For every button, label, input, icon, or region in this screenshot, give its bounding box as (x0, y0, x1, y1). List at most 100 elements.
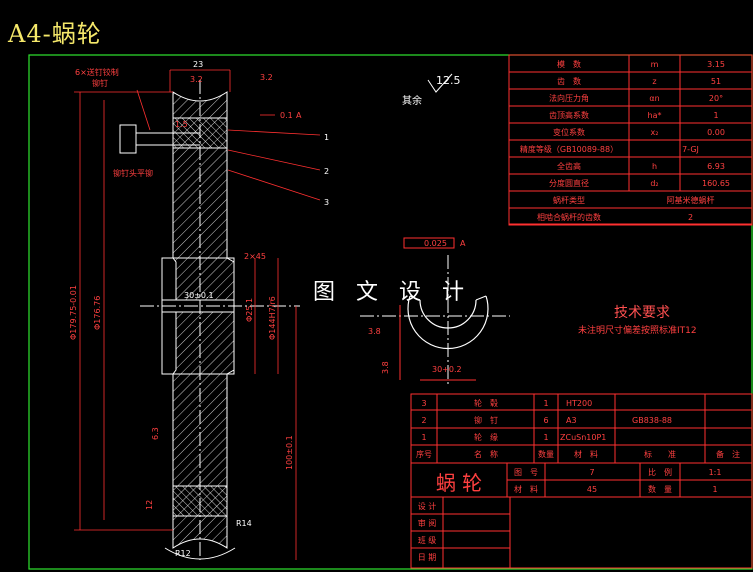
param-value-3: 1 (713, 111, 718, 120)
bom-table: 3 轮 毂 1 HT200 2 铆 钉 6 A3 GB838-88 1 轮 缘 … (410, 393, 753, 569)
param-value-9: 2 (688, 213, 693, 222)
bom-hdr-mat: 材 料 (574, 449, 598, 459)
dim-r12: R12 (175, 549, 191, 558)
dim-176: Φ176.76 (93, 296, 102, 330)
material: 45 (587, 485, 597, 494)
bom-row1-qty: 1 (543, 433, 548, 442)
bom-row1-no: 1 (421, 433, 426, 442)
param-value-4: 0.00 (707, 128, 725, 137)
role-review: 审 阅 (418, 518, 437, 528)
param-name-9: 相啮合蜗杆的齿数 (537, 212, 601, 222)
tech-req-heading: 技术要求 (614, 305, 670, 321)
role-date: 日 期 (418, 553, 437, 562)
qty-label: 数 量 (648, 484, 672, 494)
param-name-0: 模 数 (557, 59, 581, 69)
bom-hdr-note: 备 注 (716, 449, 740, 459)
bom-row3-mat: HT200 (566, 399, 592, 408)
dim-r14: R14 (236, 519, 252, 528)
bom-hdr-std: 标 准 (644, 449, 676, 459)
dim-38: 3.8 (368, 327, 381, 336)
param-name-4: 变位系数 (553, 127, 585, 137)
bom-row1-name: 轮 缘 (474, 432, 498, 442)
drawing-frame (28, 54, 753, 570)
param-value-5: 7-GJ (682, 145, 699, 154)
param-symbol-6: h (652, 162, 657, 171)
bom-row2-name: 铆 钉 (474, 415, 498, 425)
dim-30b: 30+0.2 (432, 365, 462, 374)
param-value-2: 20° (709, 94, 723, 103)
param-value-6: 6.93 (707, 162, 725, 171)
param-symbol-7: d₂ (650, 179, 658, 188)
param-name-2: 法向压力角 (549, 93, 589, 103)
roughness-rest: 其余 (402, 94, 422, 107)
dim-100: 100±0.1 (285, 435, 294, 470)
bom-hdr-name: 名 称 (474, 449, 498, 459)
dim-23: 23 (193, 60, 203, 69)
dim-r32a: 3.2 (190, 75, 203, 84)
scale-label: 比 例 (648, 467, 672, 477)
bom-row3-no: 3 (421, 399, 426, 408)
dim-12: 12 (145, 500, 154, 510)
material-label: 材 料 (514, 484, 538, 494)
bom-row2-qty: 6 (543, 416, 548, 425)
param-value-0: 3.15 (707, 60, 725, 69)
param-value-1: 51 (711, 77, 721, 86)
bom-hdr-qty: 数量 (538, 449, 554, 459)
lead-1: 1 (324, 133, 329, 142)
qty: 1 (712, 485, 717, 494)
param-symbol-1: z (652, 77, 656, 86)
tol-01-a: A (296, 111, 302, 120)
hub-side-view: 0.025 A 3.8 30+0.2 3.8 (360, 237, 510, 385)
param-name-6: 全齿高 (557, 161, 581, 171)
param-value-7: 160.65 (702, 179, 730, 188)
part-name: 蜗 轮 (436, 471, 482, 495)
tech-req-line: 未注明尺寸偏差按照标准IT12 (578, 326, 697, 336)
dim-144: Φ144H7/r6 (268, 296, 277, 340)
bom-row2-no: 2 (421, 416, 426, 425)
bom-row3-qty: 1 (543, 399, 548, 408)
param-symbol-2: αn (649, 94, 659, 103)
bom-row1-mat: ZCuSn10P1 (560, 433, 606, 442)
bom-row2-std: GB838-88 (632, 416, 672, 425)
fig-no: 7 (589, 468, 594, 477)
dim-38b: 3.8 (381, 361, 390, 374)
note-rivet2: 铆钉 (92, 78, 108, 88)
dim-63: 6.3 (151, 427, 160, 440)
dim-2x45: 2×45 (244, 252, 266, 261)
param-name-1: 齿 数 (557, 76, 581, 86)
bom-row2-mat: A3 (566, 416, 577, 425)
role-class: 班 级 (418, 535, 437, 545)
note-rivet: 6×送钉铰制 (75, 67, 119, 77)
param-name-3: 齿顶高系数 (549, 110, 589, 120)
tol2-a: A (460, 239, 466, 248)
dim-30: 30±0.1 (184, 291, 214, 300)
dim-25: Φ25.1 (245, 298, 254, 322)
param-value-8: 阿基米德蜗杆 (667, 195, 715, 205)
bom-hdr-no: 序号 (416, 449, 432, 459)
param-symbol-3: ha* (648, 111, 662, 120)
dim-15: 1.5 (175, 120, 188, 129)
tol-01: 0.1 (280, 111, 293, 120)
tol2-value: 0.025 (424, 239, 447, 248)
param-name-7: 分度圆直径 (549, 178, 589, 188)
roughness-value: 12.5 (436, 74, 461, 87)
lead-3: 3 (324, 198, 329, 207)
param-symbol-0: m (651, 60, 659, 69)
lead-2: 2 (324, 167, 329, 176)
bom-row3-name: 轮 毂 (474, 398, 498, 408)
note-rivet-head: 铆钉头平铆 (113, 168, 153, 178)
dim-r32b: 3.2 (260, 73, 273, 82)
watermark: 图 文 设 计 (313, 280, 471, 305)
dim-179: Φ179.75-0.01 (69, 285, 78, 340)
drawing-title: A4-蜗轮 (8, 20, 102, 48)
dimensions (74, 69, 321, 560)
wheel-section-view (119, 80, 300, 560)
param-name-5: 精度等级（GB10089-88） (520, 144, 618, 154)
fig-no-label: 图 号 (514, 468, 538, 477)
dimension-labels: 6×送钉铰制 铆钉 铆钉头平铆 23 3.2 3.2 0.1 A 1.5 2×4… (69, 60, 329, 558)
roughness-symbol: 12.5 其余 (402, 73, 461, 107)
role-design: 设 计 (418, 501, 437, 511)
scale: 1:1 (709, 468, 722, 477)
